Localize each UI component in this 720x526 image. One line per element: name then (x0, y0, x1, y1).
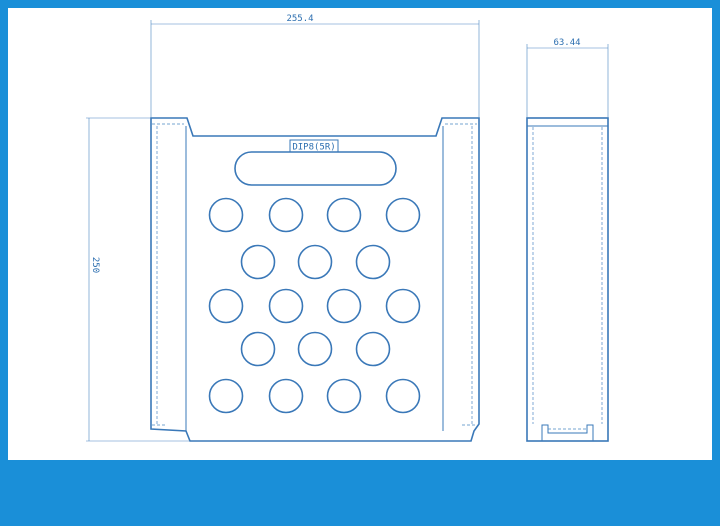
width-dimension: 255.4 (150, 14, 480, 118)
height-dimension: 250 (86, 117, 190, 442)
hole (326, 378, 362, 414)
drawing-sheet: DIP8(5R) 255.4 250 (8, 8, 712, 460)
hole (385, 197, 421, 233)
hole (297, 331, 333, 367)
hole (268, 197, 304, 233)
front-view-outline (150, 117, 480, 442)
hole (240, 244, 276, 280)
height-dimension-text: 250 (90, 257, 100, 273)
hole (268, 378, 304, 414)
hole (355, 244, 391, 280)
hole (297, 244, 333, 280)
hole (240, 331, 276, 367)
hole (385, 288, 421, 324)
hole (326, 288, 362, 324)
hole (208, 378, 244, 414)
technical-drawing: DIP8(5R) 255.4 250 (86, 14, 609, 442)
hole (326, 197, 362, 233)
handle-slot (234, 151, 397, 186)
label-text: DIP8(5R) (292, 143, 335, 153)
side-view-outline (526, 117, 609, 442)
depth-dimension-text: 63.44 (553, 38, 580, 48)
label-box (289, 139, 339, 153)
depth-dimension: 63.44 (526, 38, 609, 118)
hole (208, 197, 244, 233)
width-dimension-text: 255.4 (286, 14, 313, 24)
front-view: DIP8(5R) (150, 117, 480, 442)
hole-pattern (208, 197, 421, 414)
hole (355, 331, 391, 367)
side-view (526, 117, 609, 442)
hole (208, 288, 244, 324)
hole (268, 288, 304, 324)
side-bottom-tab (541, 424, 594, 441)
hole (385, 378, 421, 414)
